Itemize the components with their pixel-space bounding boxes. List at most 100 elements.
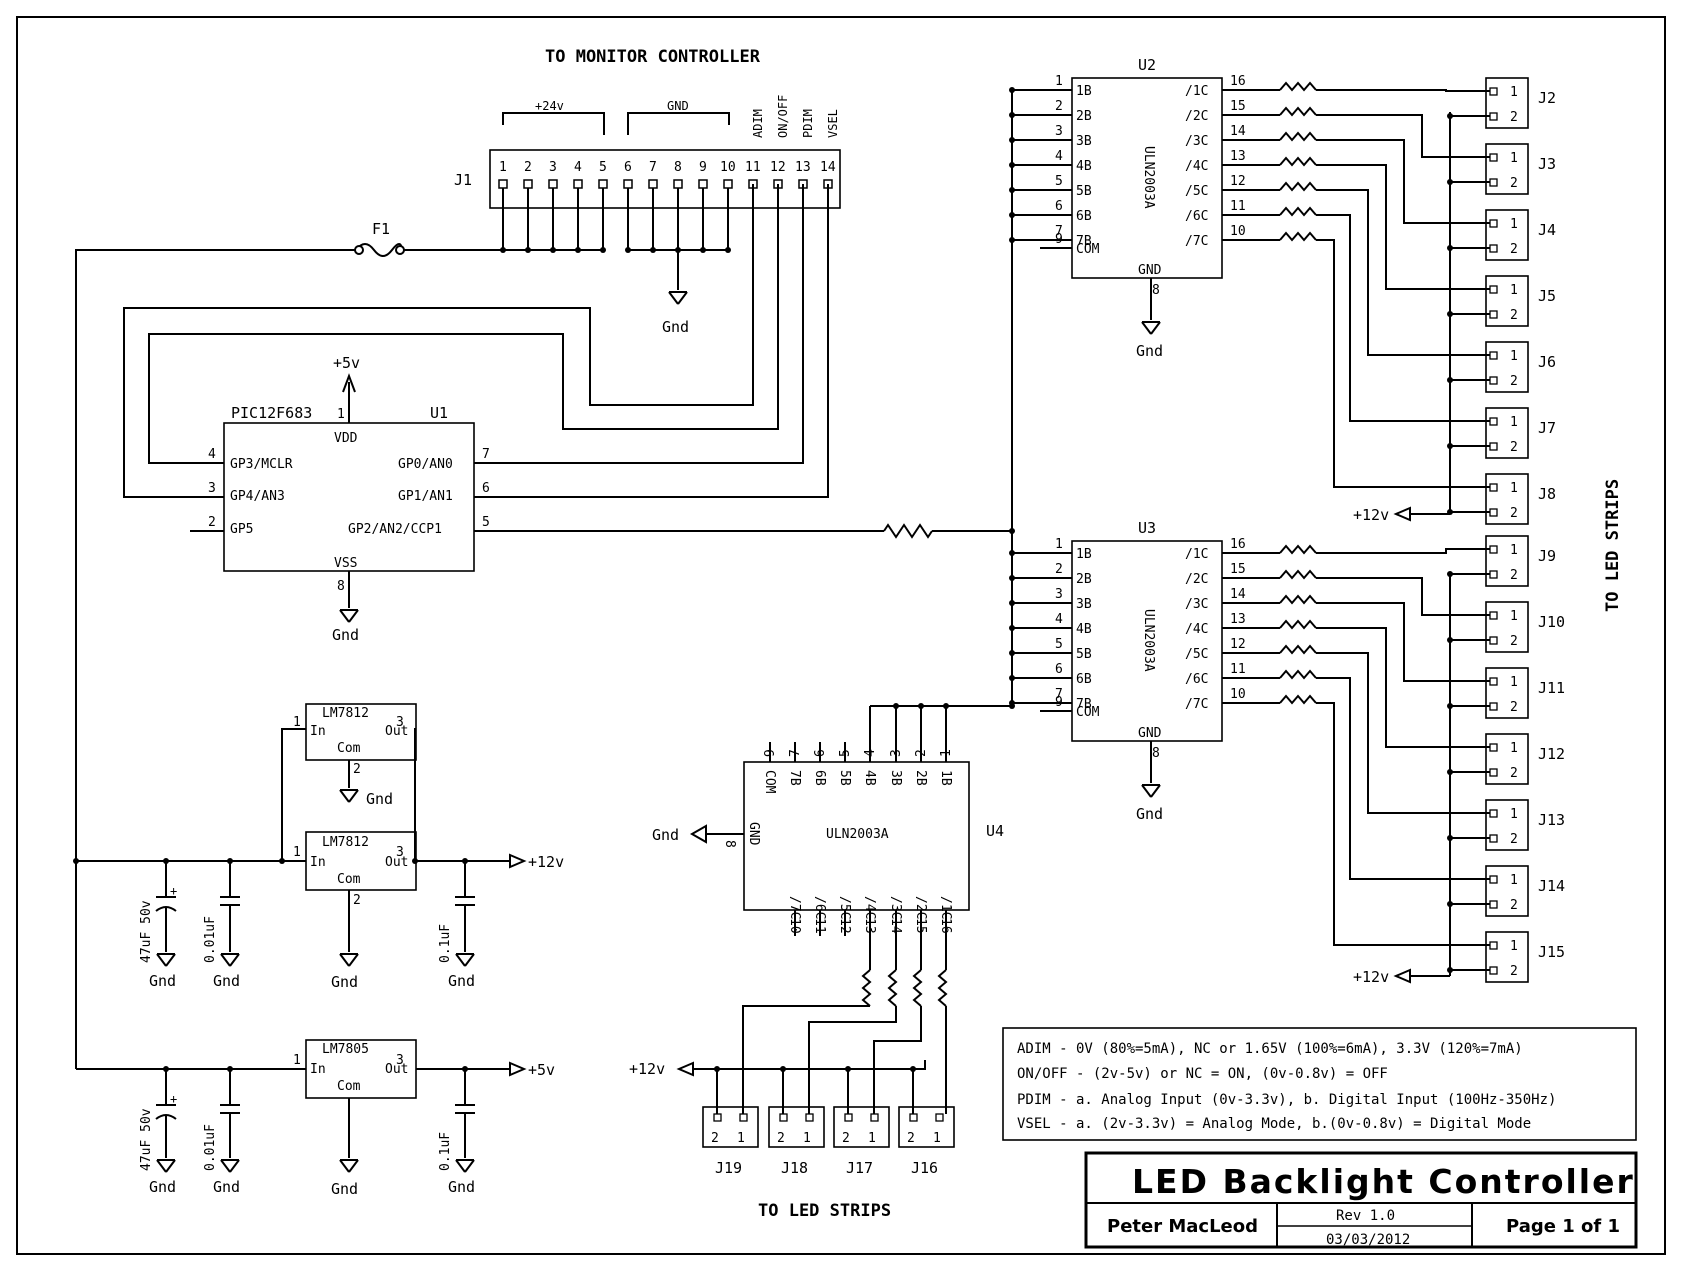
j1-pin-num: 6 (624, 160, 632, 175)
connector-signal-wire (1316, 627, 1490, 748)
connector-pad (1489, 351, 1498, 360)
u4-connector-pad (844, 1113, 853, 1122)
connector-body (1485, 407, 1529, 459)
connector-pad (1489, 153, 1498, 162)
connector-pad (1489, 310, 1498, 319)
u1-part: PIC12F683 (231, 404, 312, 422)
connector-ref: J8 (1538, 485, 1556, 503)
u4-top-label: 4B (862, 770, 877, 786)
connector-pad (1489, 219, 1498, 228)
connector-pin1-num: 1 (1510, 415, 1518, 430)
uln-input-num: 9 (1055, 695, 1063, 710)
uln-input-name: 6B (1076, 672, 1092, 687)
u4-body (743, 761, 970, 911)
u4-connector-ref: J19 (715, 1159, 742, 1177)
reg-top-pin1: 1 (293, 715, 301, 730)
u4-output-resistor (887, 969, 898, 1007)
connector-pad (1489, 376, 1498, 385)
uln-gnd-symbol (1141, 784, 1161, 798)
connector-signal-wire (1316, 239, 1490, 488)
connector-body (1485, 601, 1529, 653)
connector-pin1-num: 1 (1510, 939, 1518, 954)
regulator-lm7812-main: LM7812 In Out Com 1 3 2 +12v Gnd (76, 831, 564, 991)
j1-group-24v: +24v (535, 99, 564, 113)
connector-body (1485, 931, 1529, 983)
arrow-12v-top (1393, 506, 1411, 522)
connector-pad (1489, 809, 1498, 818)
connector-pad (1489, 87, 1498, 96)
reg5-in: In (310, 1062, 326, 1077)
u4-gnd-num: 8 (722, 840, 737, 848)
junction-dot (412, 858, 418, 864)
connector-signal-wire (1316, 548, 1490, 554)
j1-pin-pad (598, 179, 608, 189)
sheet-border (16, 16, 1666, 1255)
output-resistor (1279, 694, 1317, 705)
uln-output-name: /5C (1185, 647, 1208, 662)
j1-signal-onoff: ON/OFF (776, 95, 790, 138)
u4-12v-arrow (676, 1061, 694, 1077)
junction-dot (1009, 87, 1015, 93)
junction-dot (1009, 600, 1015, 606)
reg-top-in: In (310, 724, 326, 739)
u4-top-label: 7B (787, 770, 802, 786)
j1-pin-num: 11 (745, 160, 761, 175)
junction-dot (1009, 237, 1015, 243)
connector-pad (1489, 570, 1498, 579)
uln-output-num: 10 (1230, 687, 1246, 702)
connector-pad (1489, 285, 1498, 294)
uln-output-name: /4C (1185, 622, 1208, 637)
uln-gnd-label: Gnd (1136, 342, 1163, 360)
fuse-ref: F1 (372, 220, 390, 238)
uln-input-name: 4B (1076, 622, 1092, 637)
cap-gnd-symbol (220, 1159, 240, 1173)
u4-sig-wire (742, 1005, 870, 1114)
uln-gnd-name: GND (1138, 263, 1162, 278)
reg-main-pin1: 1 (293, 845, 301, 860)
uln-output-num: 13 (1230, 149, 1246, 164)
connector-body (1485, 799, 1529, 851)
connector-ref: J11 (1538, 679, 1565, 697)
j1-pin-num: 8 (674, 160, 682, 175)
connector-pad (1489, 442, 1498, 451)
output-resistor (1279, 644, 1317, 655)
reg5-pin3: 3 (396, 1053, 404, 1068)
connector-pad (1489, 966, 1498, 975)
connector-pin1-num: 1 (1510, 481, 1518, 496)
connector-body (1485, 143, 1529, 195)
output-resistor (1279, 594, 1317, 605)
uln-input-num: 7 (1055, 687, 1063, 702)
junction-dot (1009, 162, 1015, 168)
uln-output-num: 15 (1230, 562, 1246, 577)
u1-ref: U1 (430, 404, 448, 422)
cap-gnd-label: Gnd (213, 1178, 240, 1196)
cap-gnd-symbol (220, 953, 240, 967)
output-resistor (1279, 206, 1317, 217)
connector-signal-wire (1316, 139, 1490, 224)
u1-left-pin-4-name: GP3/MCLR (230, 457, 293, 472)
junction-dot (73, 858, 79, 864)
output-resistor (1279, 669, 1317, 680)
u4-connector-pin2: 2 (711, 1131, 719, 1146)
connector-pad (1489, 178, 1498, 187)
junction-dot (1009, 675, 1015, 681)
u4-top-label: 1B (938, 770, 953, 786)
header-to-led-right: TO LED STRIPS (1603, 479, 1623, 612)
u4-output-resistor (912, 969, 923, 1007)
uln-ref: U2 (1138, 56, 1156, 74)
reg-main-12v: +12v (528, 853, 564, 871)
uln-input-name: 2B (1076, 109, 1092, 124)
uln-input-num: 3 (1055, 587, 1063, 602)
connector-pin1-num: 1 (1510, 543, 1518, 558)
output-resistor (1279, 106, 1317, 117)
uln-input-num: 1 (1055, 74, 1063, 89)
u4-bottom-label: /5C (837, 896, 852, 919)
reg-main-part: LM7812 (322, 835, 369, 850)
cap-value: 0.01uF (203, 916, 218, 963)
uln-gnd-num: 8 (1152, 746, 1160, 761)
connector-pin2-num: 2 (1510, 898, 1518, 913)
junction-dot (1009, 703, 1015, 709)
u4-output-resistor (937, 969, 948, 1007)
j1-pin-num: 3 (549, 160, 557, 175)
reg-top-out: Out (385, 724, 408, 739)
